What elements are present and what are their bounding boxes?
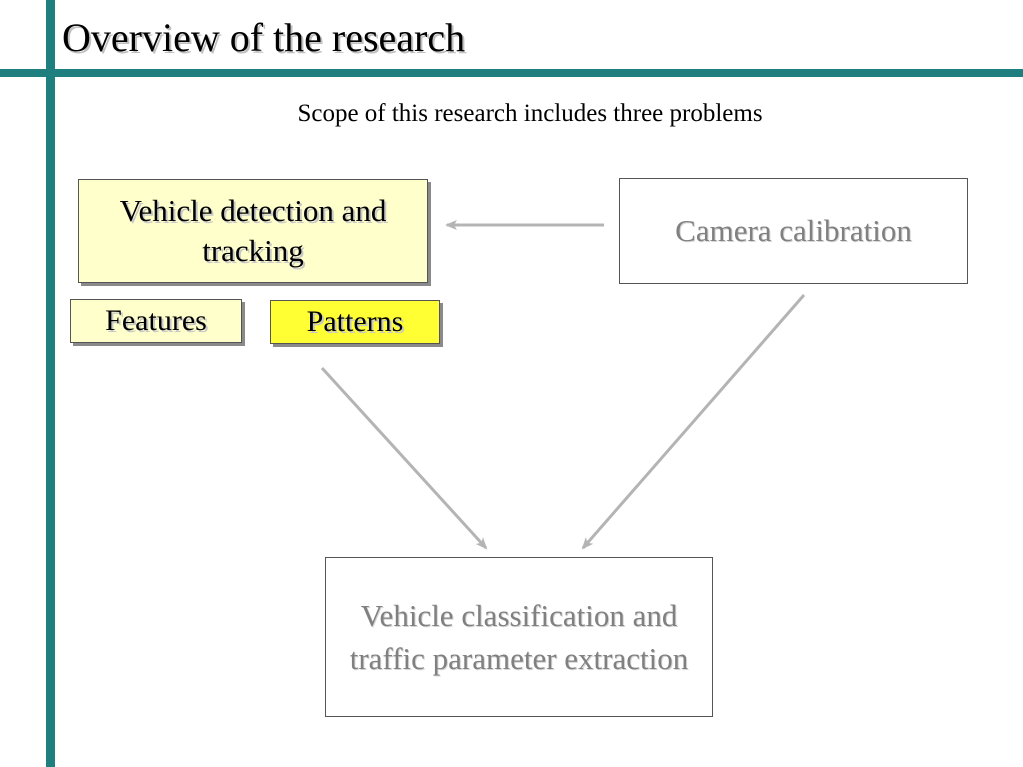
arrow-camera-to-classification	[581, 294, 806, 550]
node-label: Patterns	[306, 305, 404, 338]
node-label: Vehicle classification and traffic param…	[349, 598, 689, 676]
node-vehicle-classification: Vehicle classification and traffic param…	[325, 557, 713, 717]
vertical-accent-rule	[46, 0, 55, 767]
node-label: Camera calibration	[675, 213, 912, 248]
node-label: Features	[105, 304, 207, 337]
node-patterns: Patterns	[270, 300, 440, 344]
node-camera-calibration: Camera calibration	[619, 178, 968, 284]
horizontal-accent-rule	[0, 69, 1023, 77]
arrow-patterns-to-classification	[320, 366, 488, 550]
slide-subtitle: Scope of this research includes three pr…	[297, 100, 763, 127]
node-vehicle-detection-tracking: Vehicle detection and tracking	[78, 179, 428, 283]
slide-title: Overview of the research	[62, 15, 466, 60]
node-label: Vehicle detection and tracking	[119, 193, 387, 268]
node-features: Features	[70, 299, 242, 343]
